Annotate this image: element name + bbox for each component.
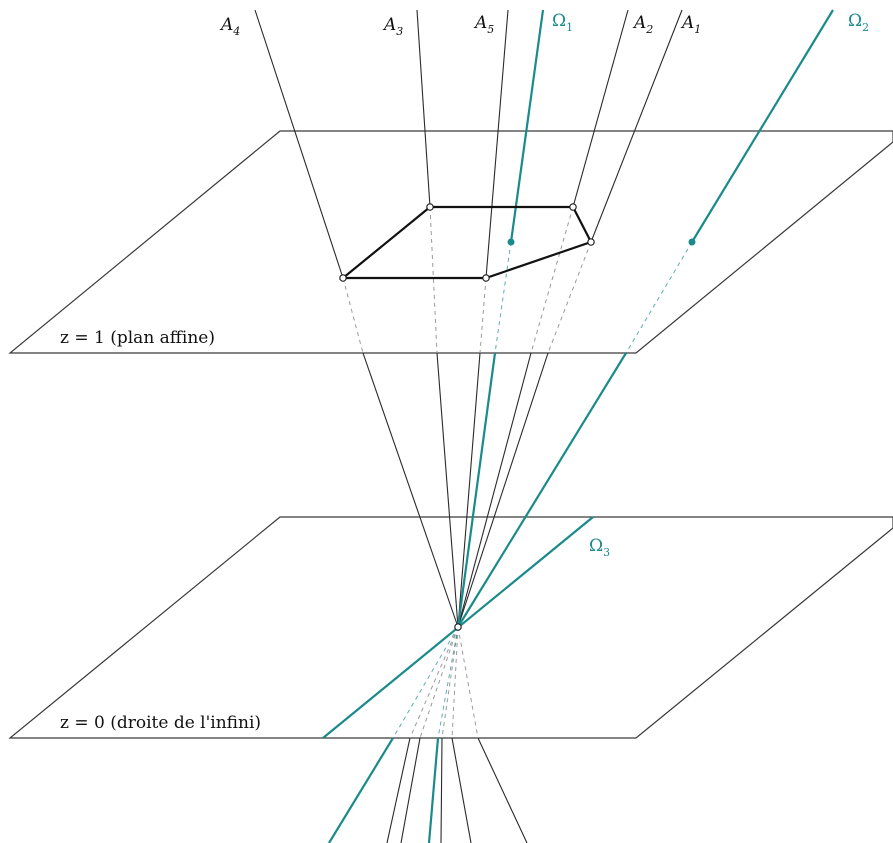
ray-ext-dashed-3 [441, 626, 459, 739]
label-omega3: Ω3 [589, 536, 610, 559]
ray-A4 [254, 9, 344, 279]
ray-omega2-ext [328, 737, 394, 843]
ray-A4-lower [362, 352, 459, 628]
ray-ext-1 [477, 737, 528, 843]
label-A3: A3 [382, 15, 403, 38]
ray-A1-dashed [547, 241, 592, 354]
vertex-A2 [569, 203, 577, 211]
pentagon-polygon [339, 205, 593, 280]
vertex-A1 [587, 238, 595, 246]
vertex-A3 [426, 203, 434, 211]
affine-plane-z1 [8, 130, 893, 354]
ray-ext-dashed-5 [409, 626, 459, 739]
ray-A2 [572, 9, 629, 208]
label-A1: A1 [680, 13, 701, 36]
ray-A2-dashed [530, 206, 574, 354]
point-omega2 [688, 238, 696, 246]
ray-A5-dashed [479, 277, 487, 354]
ray-ext-3 [440, 737, 443, 843]
ray-A4-dashed [342, 277, 364, 354]
ray-A3-lower [436, 352, 459, 628]
ray-omega1 [509, 9, 545, 243]
ray-omega2-dashed [625, 241, 693, 354]
vertex-A5 [482, 274, 490, 282]
ray-A3 [416, 9, 431, 208]
ray-A5-lower [457, 352, 481, 628]
label-A5: A5 [473, 13, 494, 36]
ray-omega2-lower [457, 352, 627, 628]
ray-A5 [485, 9, 509, 279]
ray-A1 [590, 9, 683, 243]
ray-ext-2 [451, 737, 472, 843]
ray-omega1-ext [427, 737, 440, 843]
origin-point [454, 623, 462, 631]
ray-ext-dashed-1 [457, 626, 479, 739]
affine-plane-label: z = 1 (plan affine) [60, 328, 215, 348]
ray-A1-lower [457, 352, 549, 628]
label-A2: A2 [632, 13, 653, 36]
ray-omega1-lower [456, 352, 497, 628]
label-omega2: Ω2 [848, 11, 869, 34]
ray-A2-lower [457, 352, 532, 628]
projective-rays [254, 9, 683, 843]
ray-omega2-ext-dashed [392, 626, 459, 739]
ray-omega1-dashed [494, 241, 512, 354]
ray-ext-dashed-4 [419, 626, 459, 739]
ray-A3-dashed [429, 206, 438, 354]
ray-omega2 [691, 9, 834, 243]
vertex-A4 [339, 274, 347, 282]
label-A4: A4 [219, 15, 240, 38]
label-omega1: Ω1 [552, 11, 573, 34]
teal-direction-rays [322, 9, 834, 843]
infinity-plane-z0 [8, 516, 893, 739]
point-omega1 [507, 238, 515, 246]
ray-ext-4 [400, 737, 421, 843]
ray-omega1-ext-dashed [437, 626, 459, 739]
ray-ext-dashed-2 [451, 626, 459, 739]
polygon-vertices [339, 203, 595, 282]
infinity-plane-label: z = 0 (droite de l'infini) [60, 713, 261, 733]
ray-ext-5 [386, 737, 411, 843]
